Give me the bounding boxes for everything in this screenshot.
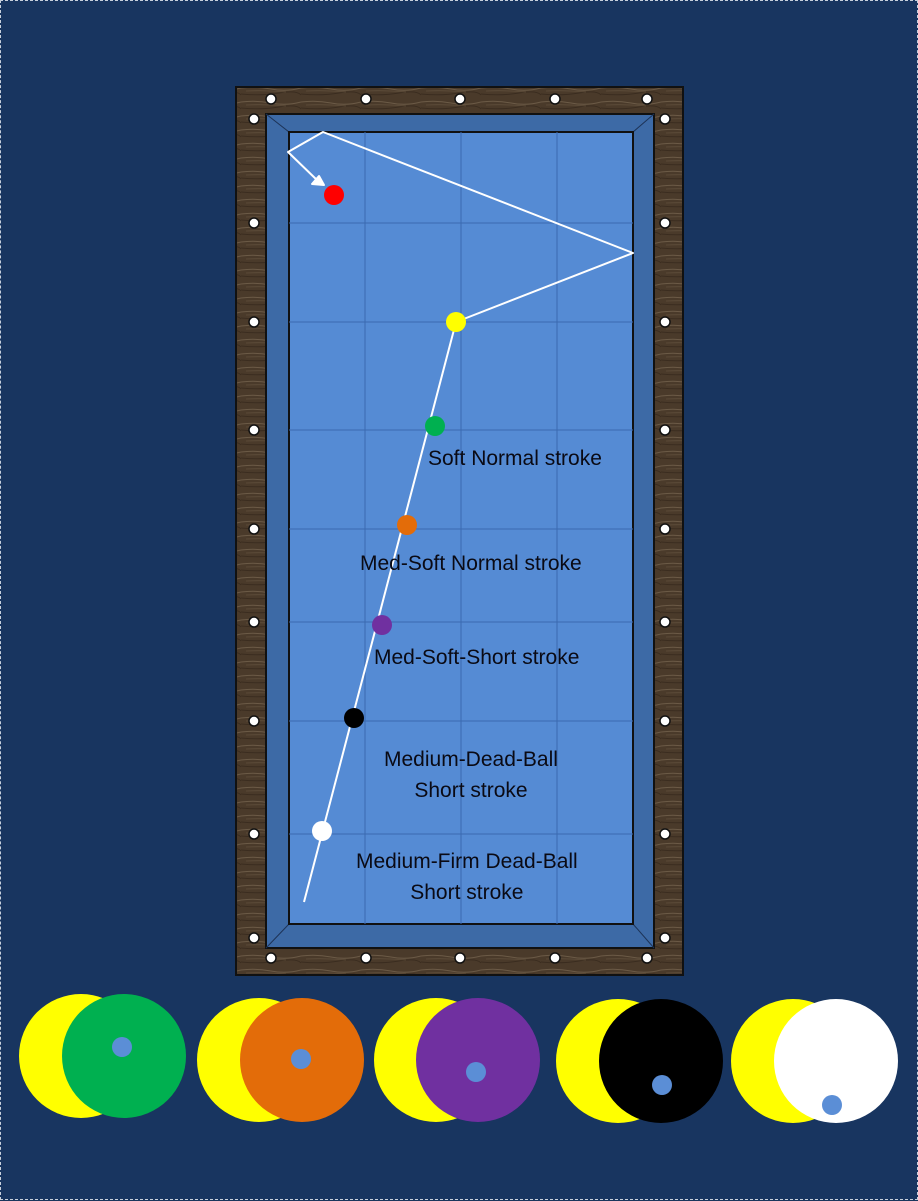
label-soft-normal: Soft Normal stroke	[428, 443, 602, 474]
label-line: Short stroke	[414, 779, 528, 802]
label-med-soft-short: Med-Soft-Short stroke	[374, 642, 579, 673]
diamond-top-2	[360, 93, 372, 105]
label-line: Medium-Firm Dead-Ball	[356, 850, 578, 873]
cue-ball-white	[774, 999, 898, 1123]
cue-ball-purple	[416, 998, 540, 1122]
label-medium-firm-dead-ball: Medium-Firm Dead-Ball Short stroke	[356, 846, 578, 908]
diamond-bottom-4	[549, 952, 561, 964]
diamond-left-9	[248, 932, 260, 944]
contact-diagram-purple	[374, 998, 540, 1122]
tip-position-dot	[822, 1095, 842, 1115]
diamond-top-4	[549, 93, 561, 105]
diamond-top-1	[265, 93, 277, 105]
diamond-bottom-3	[454, 952, 466, 964]
diamond-bottom-5	[641, 952, 653, 964]
cue-ball-orange	[397, 515, 417, 535]
diamond-bottom-1	[265, 952, 277, 964]
diamond-right-9	[659, 932, 671, 944]
diamond-right-4	[659, 424, 671, 436]
red-ball	[324, 185, 344, 205]
contact-diagram-green	[19, 994, 186, 1118]
diamond-left-4	[248, 424, 260, 436]
cue-ball-purple	[372, 615, 392, 635]
arrow-head-icon	[311, 175, 325, 186]
carom-path	[287, 131, 634, 323]
label-med-soft-normal: Med-Soft Normal stroke	[360, 548, 582, 579]
cue-ball-black	[599, 999, 723, 1123]
label-line: Med-Soft-Short stroke	[374, 646, 580, 669]
tip-position-dot	[466, 1062, 486, 1082]
diamond-top-3	[454, 93, 466, 105]
cushion-bevels	[265, 113, 655, 949]
contact-diagram-black	[556, 999, 723, 1123]
rail-diamonds	[248, 93, 671, 964]
tip-position-dot	[652, 1075, 672, 1095]
diamond-right-6	[659, 616, 671, 628]
diamond-left-5	[248, 523, 260, 535]
tip-position-dot	[112, 1037, 132, 1057]
contact-diagram-orange	[197, 998, 364, 1122]
diamond-right-2	[659, 217, 671, 229]
diamond-top-5	[641, 93, 653, 105]
contact-diagrams	[19, 994, 898, 1123]
tip-position-dot	[291, 1049, 311, 1069]
diamond-bottom-2	[360, 952, 372, 964]
label-medium-dead-ball: Medium-Dead-Ball Short stroke	[384, 744, 558, 806]
diamond-right-7	[659, 715, 671, 727]
diamond-left-1	[248, 113, 260, 125]
contact-diagram-white	[731, 999, 898, 1123]
diamond-left-2	[248, 217, 260, 229]
cue-ball-white	[312, 821, 332, 841]
table-balls	[312, 185, 466, 841]
label-line: Medium-Dead-Ball	[384, 748, 558, 771]
object-ball-yellow	[446, 312, 466, 332]
label-line: Short stroke	[410, 881, 524, 904]
diamond-right-1	[659, 113, 671, 125]
diamond-left-3	[248, 316, 260, 328]
diamond-right-8	[659, 828, 671, 840]
cue-ball-black	[344, 708, 364, 728]
label-line: Med-Soft Normal stroke	[360, 552, 582, 575]
label-line: Soft Normal stroke	[428, 447, 602, 470]
diamond-left-6	[248, 616, 260, 628]
diamond-right-3	[659, 316, 671, 328]
diamond-left-7	[248, 715, 260, 727]
diamond-left-8	[248, 828, 260, 840]
diamond-right-5	[659, 523, 671, 535]
cue-ball-green	[425, 416, 445, 436]
